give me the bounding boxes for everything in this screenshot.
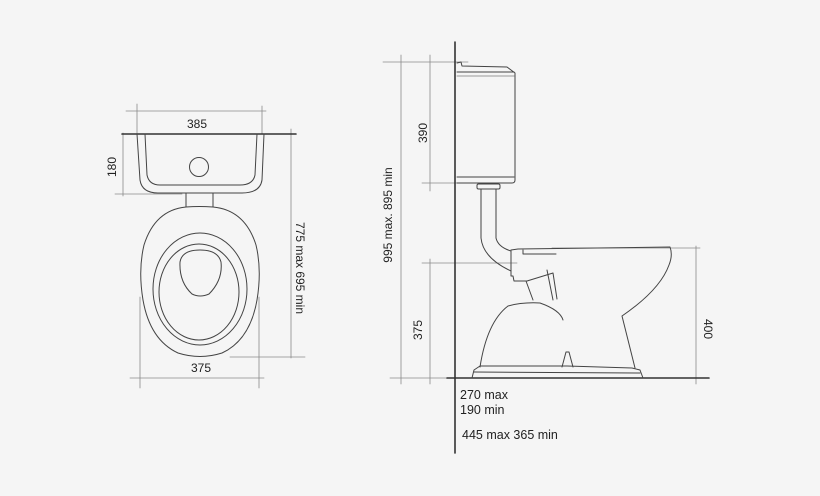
setout-max: 270 max bbox=[460, 388, 508, 402]
dim-inlet-height: 375 bbox=[411, 319, 425, 341]
dim-overall-length: 775 max 695 min bbox=[293, 221, 307, 315]
plan-connector bbox=[185, 192, 214, 208]
flush-button bbox=[189, 157, 209, 177]
flush-pipe bbox=[476, 183, 512, 272]
pan-plan bbox=[140, 206, 260, 357]
cistern-plan bbox=[136, 133, 265, 194]
dim-cistern-height: 390 bbox=[416, 122, 430, 144]
setout-min: 190 min bbox=[460, 403, 505, 417]
projection-note: 445 max 365 min bbox=[462, 428, 558, 442]
pan-side bbox=[471, 246, 672, 379]
cistern-side bbox=[456, 61, 516, 184]
dim-cistern-width: 385 bbox=[186, 117, 208, 131]
dim-pan-height: 400 bbox=[701, 318, 715, 340]
plan-dimension-lines bbox=[114, 103, 306, 389]
dim-cistern-depth: 180 bbox=[105, 156, 119, 178]
dim-pan-width: 375 bbox=[190, 361, 212, 375]
side-dimension-lines bbox=[382, 54, 701, 385]
side-view bbox=[382, 41, 710, 454]
plan-view bbox=[114, 103, 306, 389]
setout-note: 270 max 190 min bbox=[460, 388, 508, 418]
dim-overall-height: 995 max. 895 min bbox=[381, 167, 395, 263]
